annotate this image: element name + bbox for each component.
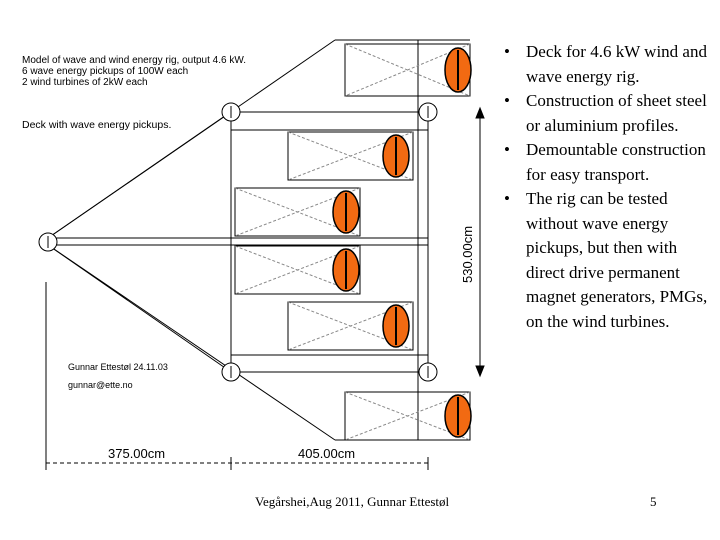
title-line-2: 6 wave energy pickups of 100W each	[22, 66, 188, 77]
frame-inner-lower	[47, 244, 232, 373]
signature-name: Gunnar Ettestøl 24.11.03	[68, 362, 168, 372]
footer-text: Vegårshei,Aug 2011, Gunnar Ettestøl	[255, 494, 450, 509]
bullet-item: •Demountable construction for easy trans…	[504, 140, 706, 184]
bullet-text: The rig can be tested without wave energ…	[526, 189, 708, 331]
bullet-item: •Deck for 4.6 kW wind and wave energy ri…	[504, 42, 707, 86]
dim-left-label: 375.00cm	[108, 446, 165, 461]
bullet-text: Demountable construction for easy transp…	[526, 140, 706, 184]
bullet-text: Deck for 4.6 kW wind and wave energy rig…	[526, 42, 707, 86]
frame-inner-upper	[47, 111, 232, 239]
bullet-item: •Construction of sheet steel or aluminiu…	[504, 91, 707, 135]
bullet-item: •The rig can be tested without wave ener…	[504, 189, 708, 331]
pickup-frame-3	[234, 187, 361, 237]
signature-email: gunnar@ette.no	[68, 380, 133, 390]
title-line-3: 2 wind turbines of 2kW each	[22, 77, 148, 88]
dim-vertical-label: 530.00cm	[460, 226, 475, 283]
bullet-text: Construction of sheet steel or aluminium…	[526, 91, 707, 135]
page-number: 5	[650, 494, 657, 509]
bullet-list: •Deck for 4.6 kW wind and wave energy ri…	[500, 40, 715, 334]
rig-drawing: Model of wave and wind energy rig, outpu…	[22, 39, 485, 470]
pickup-frame-5	[287, 301, 414, 351]
dim-right-label: 405.00cm	[298, 446, 355, 461]
frame-lower-diagonal	[47, 244, 336, 441]
deck-label: Deck with wave energy pickups.	[22, 119, 171, 131]
pickup-frame-4	[234, 245, 361, 295]
pickup-frame-2	[287, 131, 414, 181]
title-line-1: Model of wave and wind energy rig, outpu…	[22, 55, 246, 66]
